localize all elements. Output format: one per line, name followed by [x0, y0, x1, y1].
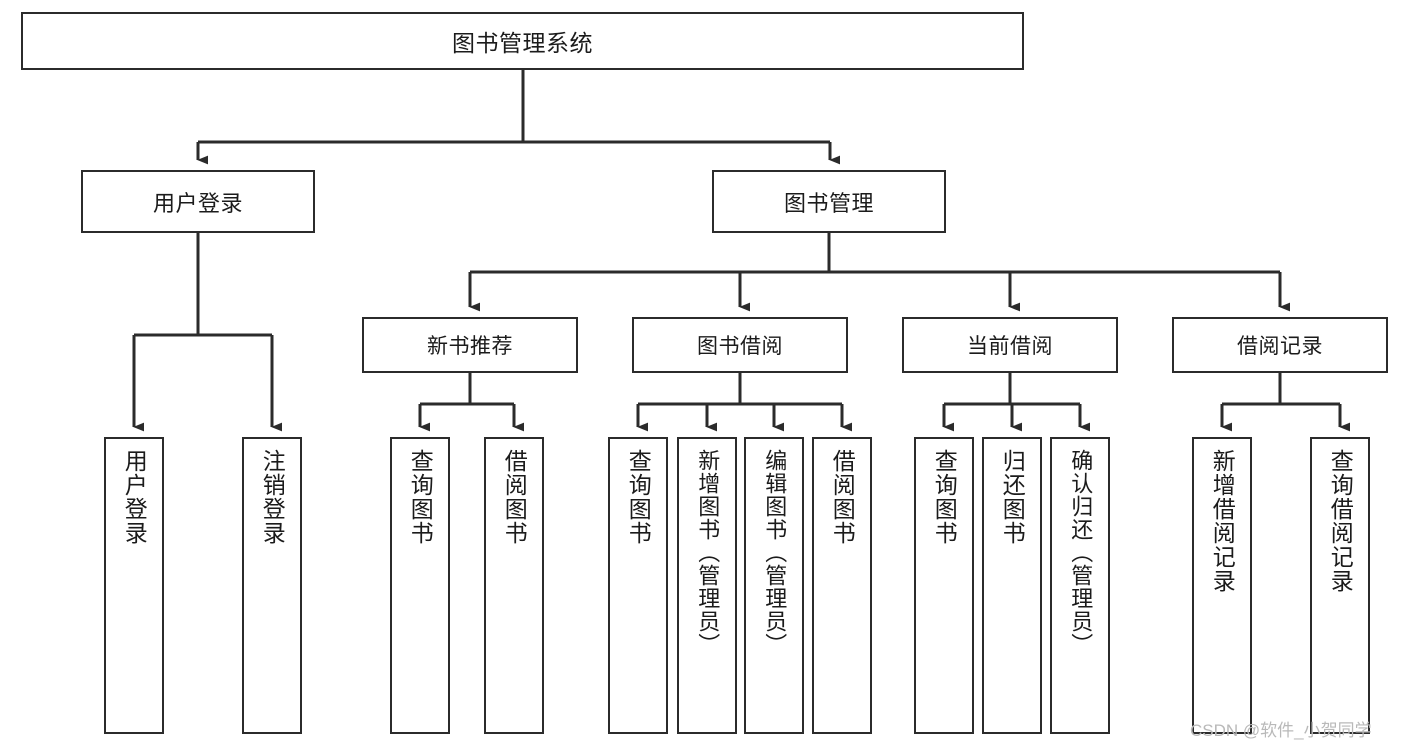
node-borrow-record-label: 借阅记录 [1237, 335, 1323, 358]
node-leaf-borrow-book-2-label: 借阅图书 [829, 449, 856, 545]
node-root[interactable]: 图书管理系统 [21, 12, 1024, 70]
node-book-borrow-label: 图书借阅 [697, 335, 783, 358]
node-leaf-query-book-3[interactable]: 查询图书 [914, 437, 974, 734]
node-leaf-user-logout[interactable]: 注销登录 [242, 437, 302, 734]
node-leaf-borrow-book-1[interactable]: 借阅图书 [484, 437, 544, 734]
node-root-label: 图书管理系统 [452, 30, 593, 56]
node-current-borrow[interactable]: 当前借阅 [902, 317, 1118, 373]
node-leaf-query-book-3-label: 查询图书 [931, 449, 958, 545]
node-book-management[interactable]: 图书管理 [712, 170, 946, 233]
node-leaf-user-logout-label: 注销登录 [259, 449, 286, 545]
node-current-borrow-label: 当前借阅 [967, 335, 1053, 358]
node-leaf-add-book-label: 新增图书（管理员） [695, 449, 721, 656]
node-leaf-borrow-book-1-label: 借阅图书 [501, 449, 528, 545]
node-leaf-query-record-label: 查询借阅记录 [1327, 449, 1354, 593]
node-leaf-edit-book[interactable]: 编辑图书（管理员） [744, 437, 804, 734]
node-leaf-user-login-label: 用户登录 [121, 449, 148, 545]
node-leaf-query-book-2-label: 查询图书 [625, 449, 652, 545]
node-book-management-label: 图书管理 [783, 190, 874, 216]
node-leaf-edit-book-label: 编辑图书（管理员） [762, 449, 788, 656]
node-leaf-add-record[interactable]: 新增借阅记录 [1192, 437, 1252, 734]
node-leaf-query-book-2[interactable]: 查询图书 [608, 437, 668, 734]
node-new-book-recommend-label: 新书推荐 [427, 335, 513, 358]
node-leaf-query-book-1[interactable]: 查询图书 [390, 437, 450, 734]
node-new-book-recommend[interactable]: 新书推荐 [362, 317, 578, 373]
node-user-login[interactable]: 用户登录 [81, 170, 315, 233]
node-leaf-query-record[interactable]: 查询借阅记录 [1310, 437, 1370, 734]
node-leaf-add-record-label: 新增借阅记录 [1209, 449, 1236, 593]
watermark: CSDN @软件_小贺同学 [1190, 721, 1372, 740]
node-leaf-return-book[interactable]: 归还图书 [982, 437, 1042, 734]
node-leaf-confirm-return-label: 确认归还（管理员） [1068, 449, 1094, 656]
node-leaf-borrow-book-2[interactable]: 借阅图书 [812, 437, 872, 734]
node-borrow-record[interactable]: 借阅记录 [1172, 317, 1388, 373]
node-leaf-return-book-label: 归还图书 [999, 449, 1026, 545]
node-user-login-label: 用户登录 [152, 190, 243, 216]
node-leaf-add-book[interactable]: 新增图书（管理员） [677, 437, 737, 734]
node-leaf-query-book-1-label: 查询图书 [407, 449, 434, 545]
node-leaf-user-login[interactable]: 用户登录 [104, 437, 164, 734]
node-book-borrow[interactable]: 图书借阅 [632, 317, 848, 373]
node-leaf-confirm-return[interactable]: 确认归还（管理员） [1050, 437, 1110, 734]
